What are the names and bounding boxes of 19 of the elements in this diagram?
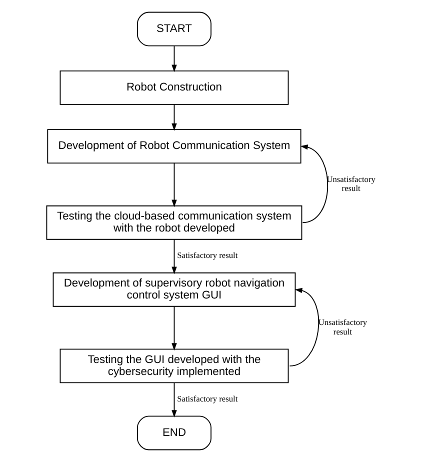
- arrow: [289, 288, 320, 366]
- arrow: [300, 144, 328, 224]
- arrow: [172, 306, 177, 351]
- node-box: Robot Construction: [60, 70, 289, 105]
- edge-label: Unsatisfactory result: [318, 318, 368, 336]
- arrow: [172, 104, 177, 131]
- edge-label: Satisfactory result: [177, 251, 238, 260]
- node-box: Testing the cloud-based communication system with the robot developed: [46, 205, 302, 240]
- arrow: [172, 162, 177, 208]
- node-box: START: [137, 12, 212, 46]
- node-box: END: [137, 416, 212, 450]
- node-box: Development of Robot Communication System: [47, 129, 302, 164]
- node-box: Testing the GUI developed with the cybersecurity implemented: [60, 348, 289, 384]
- arrow: [172, 239, 177, 274]
- arrow: [172, 46, 177, 72]
- edge-label: Unsatisfactory result: [326, 174, 376, 194]
- node-box: Development of supervisory robot navigation control system GUI: [52, 272, 296, 307]
- arrow: [172, 382, 177, 418]
- edge-label: Satisfactory result: [177, 394, 238, 404]
